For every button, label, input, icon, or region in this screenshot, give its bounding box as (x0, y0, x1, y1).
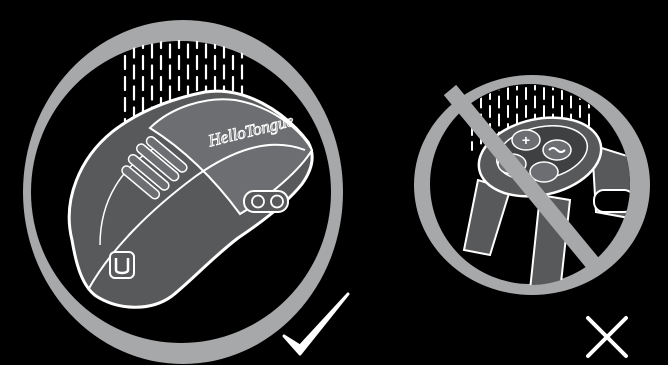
device-buttons (244, 191, 288, 212)
brand-u-logo (110, 252, 134, 278)
control-plus-glyph: + (522, 132, 530, 148)
